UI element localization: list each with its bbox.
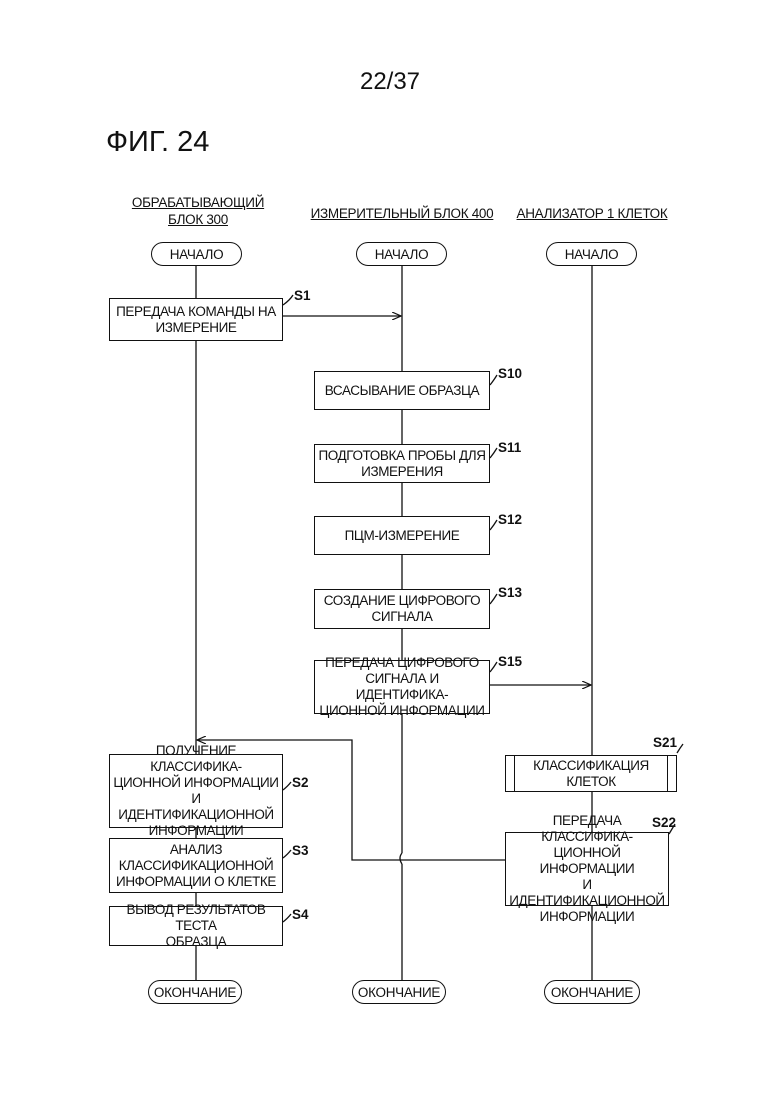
start-terminal-analyzer: НАЧАЛО xyxy=(546,242,637,266)
step-label-s11: S11 xyxy=(498,440,521,455)
step-label-s2: S2 xyxy=(292,775,309,790)
step-box-s10: ВСАСЫВАНИЕ ОБРАЗЦА xyxy=(314,371,490,410)
step-label-s10: S10 xyxy=(498,366,522,381)
end-terminal-measuring: ОКОНЧАНИЕ xyxy=(352,980,446,1004)
step-label-s12: S12 xyxy=(498,512,522,527)
step-box-s2: ПОЛУЧЕНИЕ КЛАССИФИКА- ЦИОННОЙ ИНФОРМАЦИИ… xyxy=(109,754,283,828)
step-box-s22: ПЕРЕДАЧА КЛАССИФИКА- ЦИОННОЙ ИНФОРМАЦИИ … xyxy=(505,832,669,906)
step-box-s21-subroutine: КЛАССИФИКАЦИЯ КЛЕТОК xyxy=(505,755,677,792)
step-label-s4: S4 xyxy=(292,907,309,922)
lane-header-analyzer: АНАЛИЗАТОР 1 КЛЕТОК xyxy=(504,205,680,222)
step-box-s4: ВЫВОД РЕЗУЛЬТАТОВ ТЕСТА ОБРАЗЦА xyxy=(109,906,283,946)
start-terminal-processing: НАЧАЛО xyxy=(151,242,242,266)
step-box-s12: ПЦМ-ИЗМЕРЕНИЕ xyxy=(314,516,490,555)
end-terminal-analyzer: ОКОНЧАНИЕ xyxy=(544,980,640,1004)
step-label-s21: S21 xyxy=(653,735,677,750)
step-box-s3: АНАЛИЗ КЛАССИФИКАЦИОННОЙ ИНФОРМАЦИИ О КЛ… xyxy=(109,838,283,893)
step-box-s13: СОЗДАНИЕ ЦИФРОВОГО СИГНАЛА xyxy=(314,589,490,629)
lane-header-processing: ОБРАБАТЫВАЮЩИЙ БЛОК 300 xyxy=(120,194,276,228)
step-box-s11: ПОДГОТОВКА ПРОБЫ ДЛЯ ИЗМЕРЕНИЯ xyxy=(314,444,490,483)
line-crossing-hop xyxy=(400,853,402,864)
step-box-s15: ПЕРЕДАЧА ЦИФРОВОГО СИГНАЛА И ИДЕНТИФИКА-… xyxy=(314,660,490,714)
end-terminal-processing: ОКОНЧАНИЕ xyxy=(148,980,242,1004)
step-label-s22: S22 xyxy=(652,815,676,830)
lane-header-measuring: ИЗМЕРИТЕЛЬНЫЙ БЛОК 400 xyxy=(304,205,500,222)
step-label-s3: S3 xyxy=(292,843,309,858)
start-terminal-measuring: НАЧАЛО xyxy=(356,242,447,266)
step-label-s13: S13 xyxy=(498,585,522,600)
step-label-s15: S15 xyxy=(498,654,522,669)
step-label-s1: S1 xyxy=(294,288,311,303)
step-box-s1: ПЕРЕДАЧА КОМАНДЫ НА ИЗМЕРЕНИЕ xyxy=(109,298,283,341)
